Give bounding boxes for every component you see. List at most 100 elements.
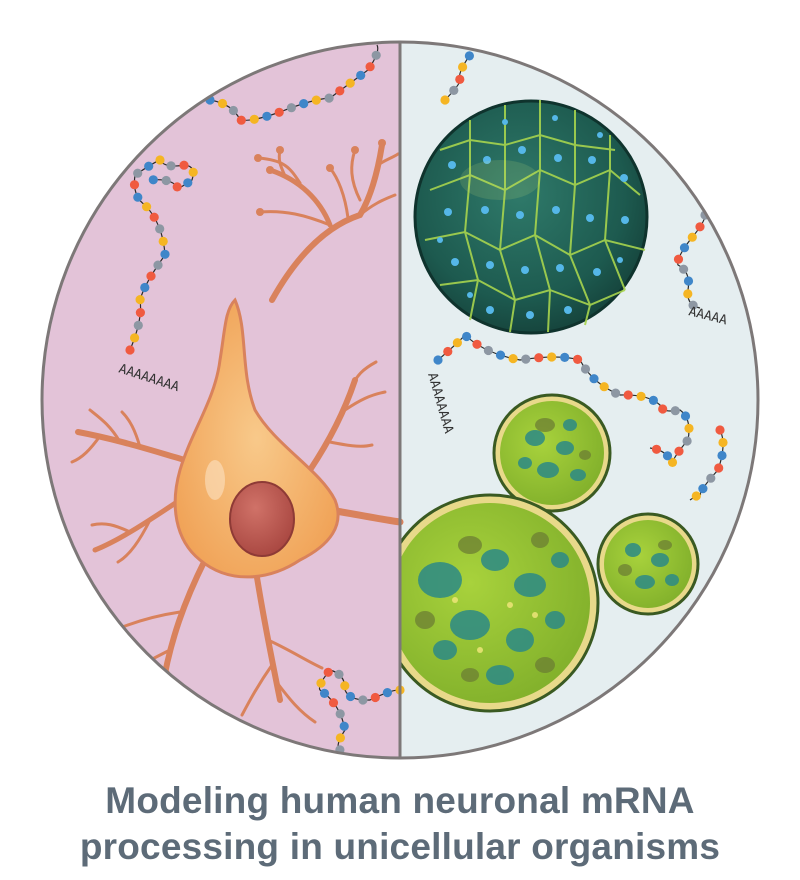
neuron-nucleus: [229, 481, 295, 557]
mrna-nucleotide-bead: [161, 175, 171, 186]
mrna-nucleotide-bead: [183, 178, 193, 188]
mrna-nucleotide-bead: [683, 289, 693, 299]
mrna-nucleotide-bead: [674, 446, 684, 456]
mrna-nucleotide-bead: [682, 436, 692, 446]
mrna-nucleotide-bead: [449, 85, 459, 95]
mrna-nucleotide-bead: [706, 473, 716, 483]
mrna-nucleotide-bead: [155, 224, 165, 234]
mrna-nucleotide-bead: [319, 688, 330, 699]
mrna-nucleotide-bead: [611, 388, 621, 398]
mrna-nucleotide-bead: [149, 212, 159, 222]
mrna-nucleotide-bead: [356, 70, 366, 80]
mrna-nucleotide-bead: [589, 374, 599, 384]
mrna-nucleotide-bead: [521, 354, 531, 364]
mrna-nucleotide-bead: [636, 391, 646, 401]
mrna-nucleotide-bead: [334, 669, 344, 680]
mrna-nucleotide-bead: [718, 437, 728, 448]
mrna-nucleotide-bead: [508, 354, 518, 364]
mrna-nucleotide-bead: [262, 111, 272, 121]
unicellular-cell-icon: [492, 393, 612, 513]
mrna-nucleotide-bead: [345, 691, 356, 702]
mrna-nucleotide-bead: [458, 62, 468, 72]
mrna-nucleotide-bead: [133, 192, 143, 202]
mrna-nucleotide-bead: [670, 406, 680, 416]
mrna-nucleotide-bead: [135, 308, 145, 318]
mrna-nucleotide-bead: [382, 688, 392, 698]
mrna-nucleotide-bead: [688, 300, 698, 310]
mrna-nucleotide-bead: [323, 667, 333, 677]
mrna-nucleotide-bead: [662, 451, 673, 461]
mrna-nucleotide-bead: [371, 50, 381, 60]
mrna-nucleotide-bead: [228, 105, 238, 116]
mrna-nucleotide-bead: [695, 222, 705, 232]
mrna-nucleotide-bead: [698, 484, 708, 494]
mrna-nucleotide-bead: [455, 74, 465, 84]
mrna-nucleotide-bead: [311, 95, 321, 105]
mrna-nucleotide-bead: [144, 161, 154, 171]
mrna-nucleotide-bead: [462, 331, 472, 342]
mrna-nucleotide-bead: [658, 404, 668, 414]
mrna-nucleotide-bead: [687, 232, 697, 242]
mrna-nucleotide-bead: [534, 353, 544, 363]
mrna-nucleotide-bead: [324, 93, 334, 103]
unicellular-cell-icon: [400, 493, 600, 713]
mrna-nucleotide-bead: [684, 423, 694, 433]
mrna-nucleotide-bead: [166, 161, 176, 171]
mrna-nucleotide-bead: [286, 103, 296, 113]
mrna-nucleotide-bead: [673, 254, 684, 264]
mrna-strand-icon: [125, 44, 728, 755]
mrna-nucleotide-bead: [483, 345, 493, 356]
mrna-nucleotide-bead: [217, 98, 228, 109]
mrna-nucleotide-bead: [335, 709, 345, 719]
mrna-nucleotide-bead: [140, 282, 150, 293]
mrna-nucleotide-bead: [158, 236, 168, 246]
mrna-nucleotide-bead: [328, 698, 339, 708]
mrna-nucleotide-bead: [464, 51, 474, 61]
mrna-nucleotide-bead: [365, 62, 375, 72]
mrna-nucleotide-bead: [153, 260, 163, 270]
mrna-nucleotide-bead: [340, 681, 350, 691]
mrna-nucleotide-bead: [680, 411, 691, 421]
dendrite-tips: [254, 139, 386, 216]
mrna-nucleotide-bead: [623, 390, 633, 400]
mrna-nucleotide-bead: [172, 182, 182, 192]
mrna-nucleotide-bead: [316, 678, 326, 688]
mrna-nucleotide-bead: [130, 333, 140, 343]
algae-colony-icon: [413, 99, 649, 335]
mrna-nucleotide-bead: [274, 107, 284, 117]
mrna-nucleotide-bead: [667, 457, 678, 467]
caption-line-1: Modeling human neuronal mRNA: [105, 780, 695, 821]
outer-circle-border: [40, 40, 760, 760]
mrna-nucleotide-bead: [599, 382, 609, 392]
mrna-nucleotide-bead: [580, 364, 591, 374]
mrna-nucleotide-bead: [146, 271, 156, 281]
mrna-nucleotide-bead: [547, 352, 557, 362]
mrna-nucleotide-bead: [160, 249, 170, 259]
mrna-nucleotide-bead: [129, 180, 140, 190]
mrna-nucleotide-bead: [715, 425, 725, 435]
mrna-nucleotide-bead: [142, 202, 152, 212]
mrna-nucleotide-bead: [358, 695, 368, 705]
mrna-nucleotide-bead: [679, 243, 690, 253]
left-panel-background: [42, 42, 400, 758]
mrna-nucleotide-bead: [714, 463, 724, 473]
neuron-icon: [70, 142, 404, 724]
mrna-nucleotide-bead: [339, 721, 349, 731]
neuron-soma: [173, 297, 340, 579]
figure-caption: Modeling human neuronal mRNA processing …: [0, 778, 800, 870]
mrna-nucleotide-bead: [440, 95, 450, 105]
mrna-nucleotide-bead: [370, 692, 380, 703]
mrna-nucleotide-bead: [299, 99, 309, 109]
mrna-nucleotide-bead: [345, 78, 355, 88]
mrna-nucleotide-bead: [651, 444, 662, 454]
mrna-nucleotide-bead: [573, 354, 583, 364]
mrna-nucleotide-bead: [179, 160, 189, 170]
mrna-nucleotide-bead: [679, 264, 689, 274]
mrna-nucleotide-bead: [683, 276, 694, 286]
mrna-nucleotide-bead: [560, 352, 570, 362]
mrna-nucleotide-bead: [133, 320, 143, 330]
mrna-nucleotide-bead: [433, 355, 443, 365]
mrna-nucleotide-bead: [691, 491, 701, 501]
mrna-nucleotide-bead: [648, 395, 659, 405]
mrna-nucleotide-bead: [135, 295, 145, 305]
